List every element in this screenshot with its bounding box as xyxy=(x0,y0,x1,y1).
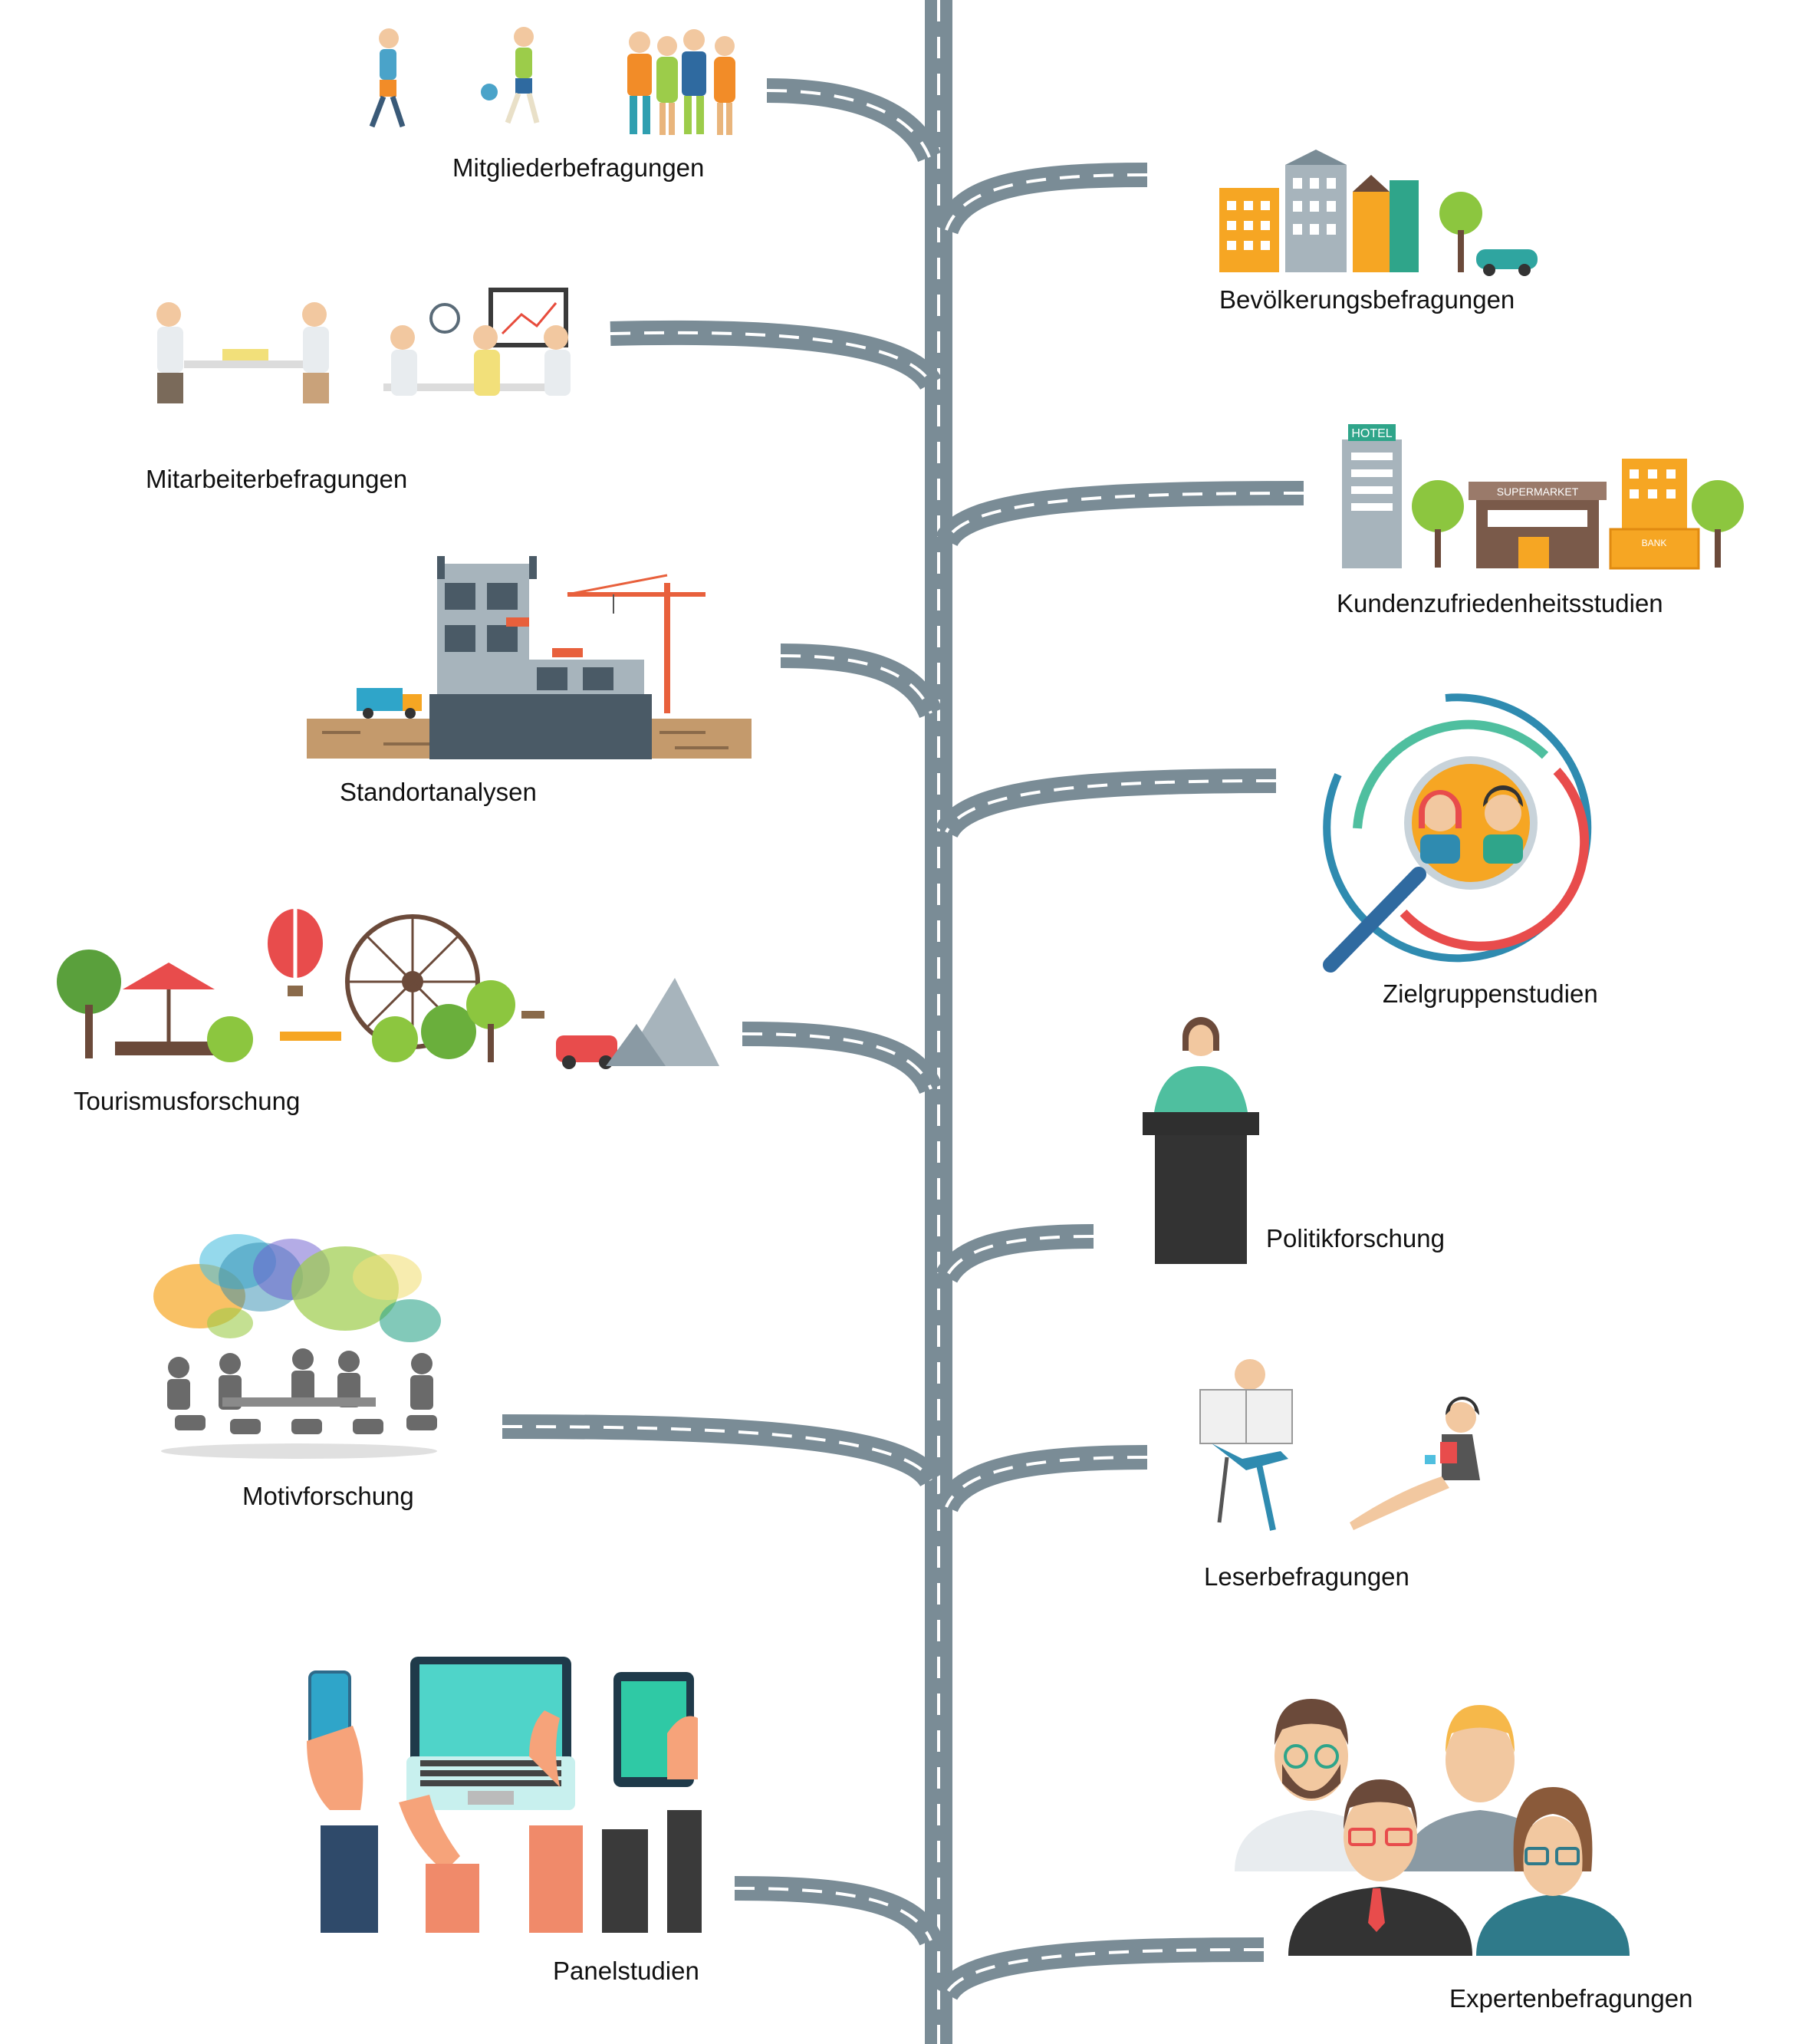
branch-road-standort xyxy=(780,643,942,719)
bank-sign: BANK xyxy=(1642,538,1667,548)
branch-road-motiv xyxy=(502,1414,942,1488)
readers-icon xyxy=(1199,1359,1480,1531)
hotel-sign: HOTEL xyxy=(1351,427,1392,440)
speaker-podium-icon xyxy=(1143,1017,1259,1264)
label-leserbefragungen: Leserbefragungen xyxy=(1204,1562,1409,1591)
office-meeting-icon xyxy=(156,288,571,403)
label-expertenbefragungen: Expertenbefragungen xyxy=(1449,1984,1693,2013)
label-zielgruppenstudien: Zielgruppenstudien xyxy=(1383,979,1598,1008)
label-tourismusforschung: Tourismusforschung xyxy=(74,1087,301,1115)
label-kundenzufriedenheitsstudien: Kundenzufriedenheitsstudien xyxy=(1337,589,1663,617)
label-mitarbeiterbefragungen: Mitarbeiterbefragungen xyxy=(146,465,408,493)
branch-road-politik xyxy=(935,1224,1094,1284)
label-motivforschung: Motivforschung xyxy=(242,1482,414,1510)
label-bevoelkerungsbefragungen: Bevölkerungsbefragungen xyxy=(1219,285,1515,314)
branch-road-mitglieder xyxy=(766,78,941,163)
label-panelstudien: Panelstudien xyxy=(553,1957,699,1985)
branch-road-experten xyxy=(935,1937,1265,2001)
branch-road-panel xyxy=(734,1876,942,1947)
amusement-park-icon xyxy=(57,909,719,1069)
members-group-icon xyxy=(369,27,735,135)
branch-road-zielgruppen xyxy=(935,769,1277,839)
main-road xyxy=(925,0,952,2044)
magnifier-target-icon xyxy=(1323,693,1592,973)
label-politikforschung: Politikforschung xyxy=(1266,1224,1445,1252)
branch-road-tourismus xyxy=(742,1022,942,1094)
devices-hands-icon xyxy=(307,1657,702,1933)
construction-site-icon xyxy=(307,556,752,759)
branch-road-mitarbeiter xyxy=(610,320,942,391)
city-buildings-icon xyxy=(1219,150,1538,276)
label-standortanalysen: Standortanalysen xyxy=(340,778,537,806)
branch-road-kunden xyxy=(935,481,1304,548)
branch-road-leser xyxy=(935,1445,1148,1513)
road-network xyxy=(502,0,1304,2044)
shops-street-icon: HOTEL SUPERMARKET BANK xyxy=(1342,424,1744,570)
supermarket-sign: SUPERMARKET xyxy=(1497,485,1579,498)
experts-group-icon xyxy=(1235,1699,1630,1956)
branch-road-bevoelkerung xyxy=(934,163,1148,235)
label-mitgliederbefragungen: Mitgliederbefragungen xyxy=(452,153,705,182)
discussion-bubbles-icon xyxy=(153,1234,441,1459)
